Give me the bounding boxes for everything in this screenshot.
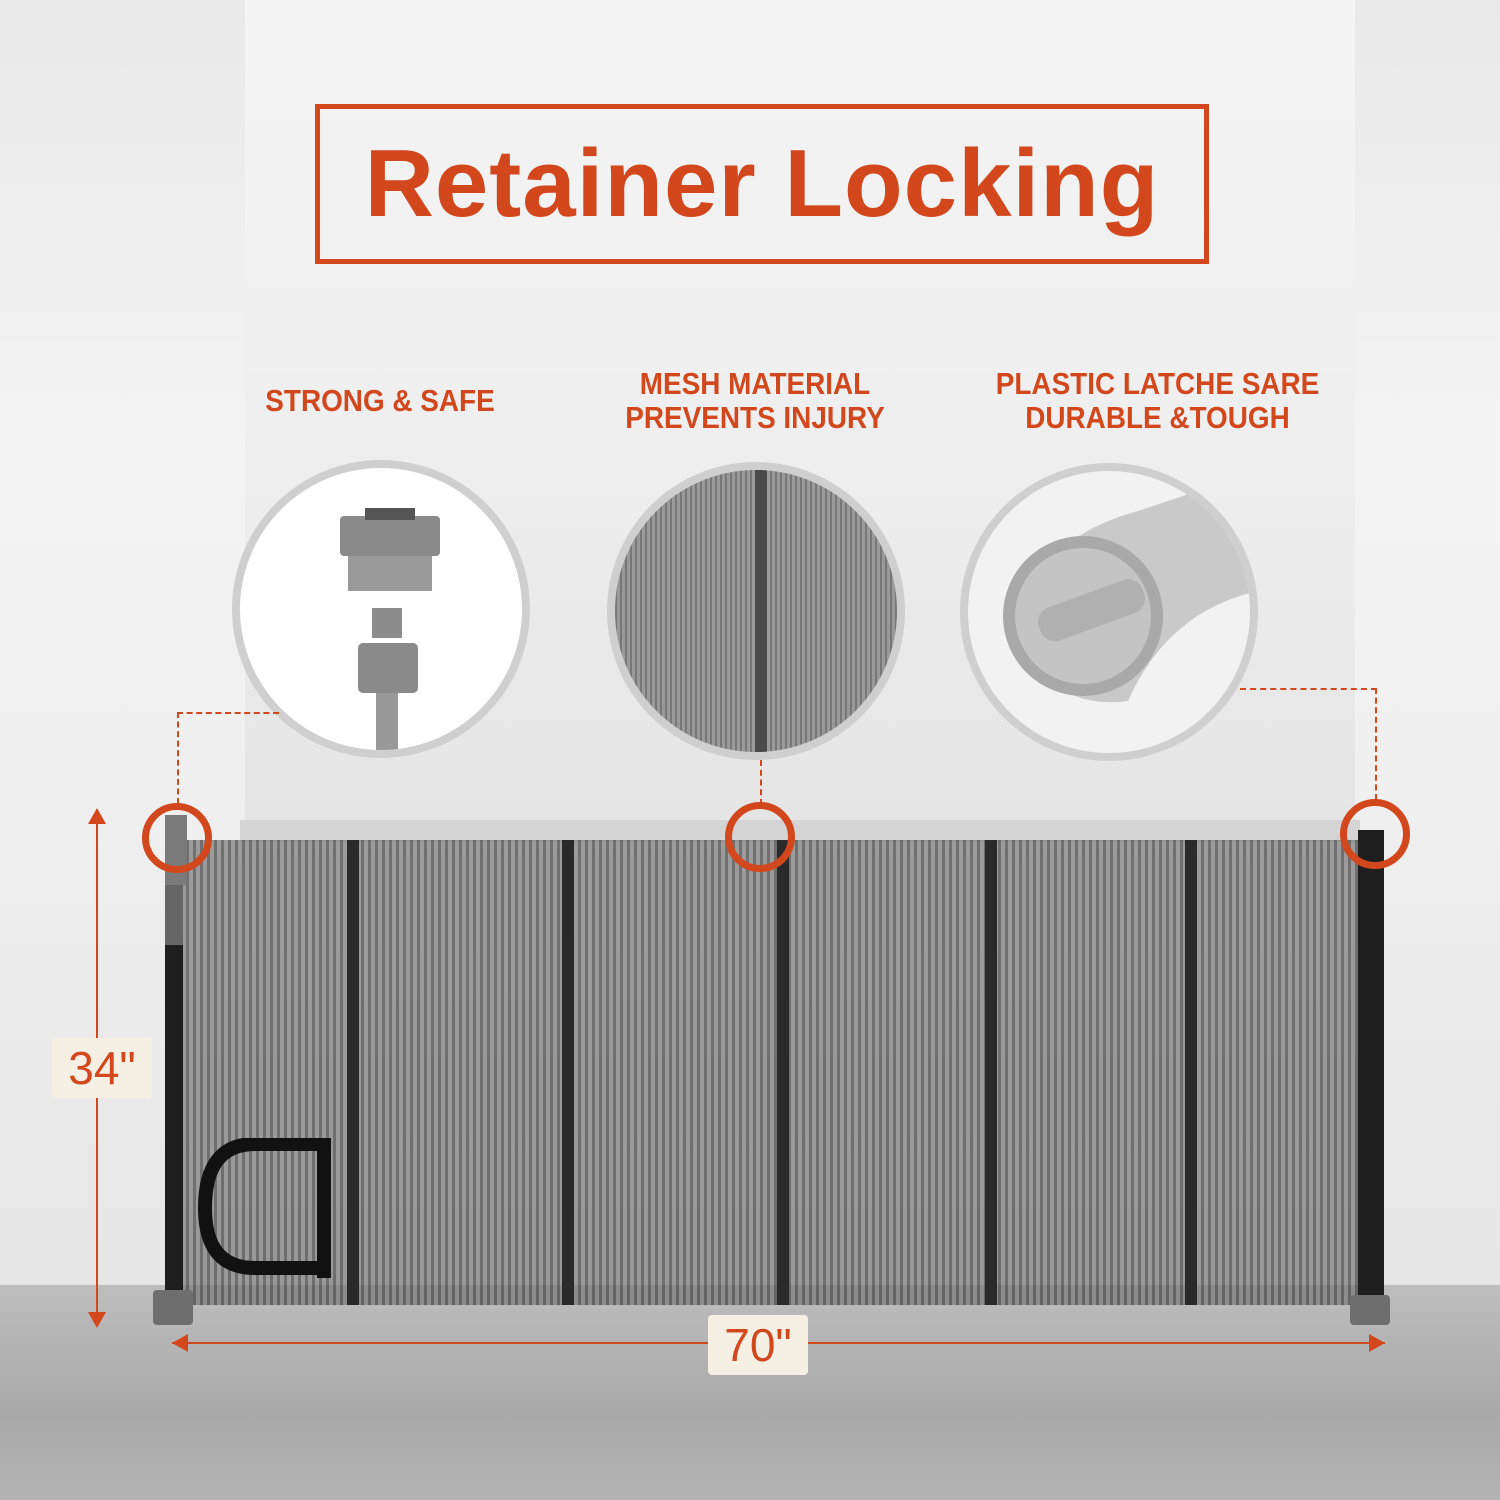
feature-line: MESH MATERIAL [639, 366, 871, 401]
gate-stay-bar [777, 840, 789, 1305]
left-floor-mount [153, 1290, 193, 1325]
feature-line: PREVENTS INJURY [625, 400, 885, 435]
gate-stay-bar [562, 840, 574, 1305]
highlight-ring-connector [142, 803, 212, 873]
gate-stay-bar [347, 840, 359, 1305]
leader-line [177, 712, 279, 804]
feature-label-mesh: MESH MATERIAL PREVENTS INJURY [598, 367, 913, 435]
gate-handle[interactable] [195, 1138, 335, 1280]
width-label: 70" [708, 1315, 808, 1375]
right-floor-mount [1350, 1295, 1390, 1325]
arrow-up-icon [88, 808, 106, 824]
mesh-detail-image [607, 462, 905, 760]
leader-line [760, 760, 762, 805]
gate-stay-bar [1185, 840, 1197, 1305]
mesh-gate [165, 840, 1380, 1305]
arrow-down-icon [88, 1312, 106, 1328]
highlight-ring-mesh [725, 802, 795, 872]
connector-icon [340, 508, 440, 750]
latch-detail-image [960, 463, 1258, 761]
height-label: 34" [52, 1038, 152, 1098]
kitchen-counter [240, 820, 1360, 842]
feature-line: DURABLE &TOUGH [1025, 400, 1290, 435]
highlight-ring-latch [1340, 799, 1410, 869]
latch-icon [1003, 473, 1250, 703]
arrow-right-icon [1369, 1334, 1385, 1352]
right-cassette [1358, 830, 1384, 1305]
mesh-seam [755, 470, 767, 752]
arrow-left-icon [172, 1334, 188, 1352]
feature-line: PLASTIC LATCHE SARE [995, 366, 1320, 401]
left-pole [165, 885, 183, 1295]
leader-line [1240, 688, 1377, 800]
feature-line: STRONG & SAFE [265, 383, 495, 418]
connector-detail-image [232, 460, 530, 758]
title-box: Retainer Locking [315, 104, 1209, 264]
gate-stay-bar [985, 840, 997, 1305]
feature-label-latch: PLASTIC LATCHE SARE DURABLE &TOUGH [966, 367, 1349, 435]
feature-label-strong: STRONG & SAFE [245, 384, 515, 418]
page-title: Retainer Locking [364, 130, 1160, 237]
